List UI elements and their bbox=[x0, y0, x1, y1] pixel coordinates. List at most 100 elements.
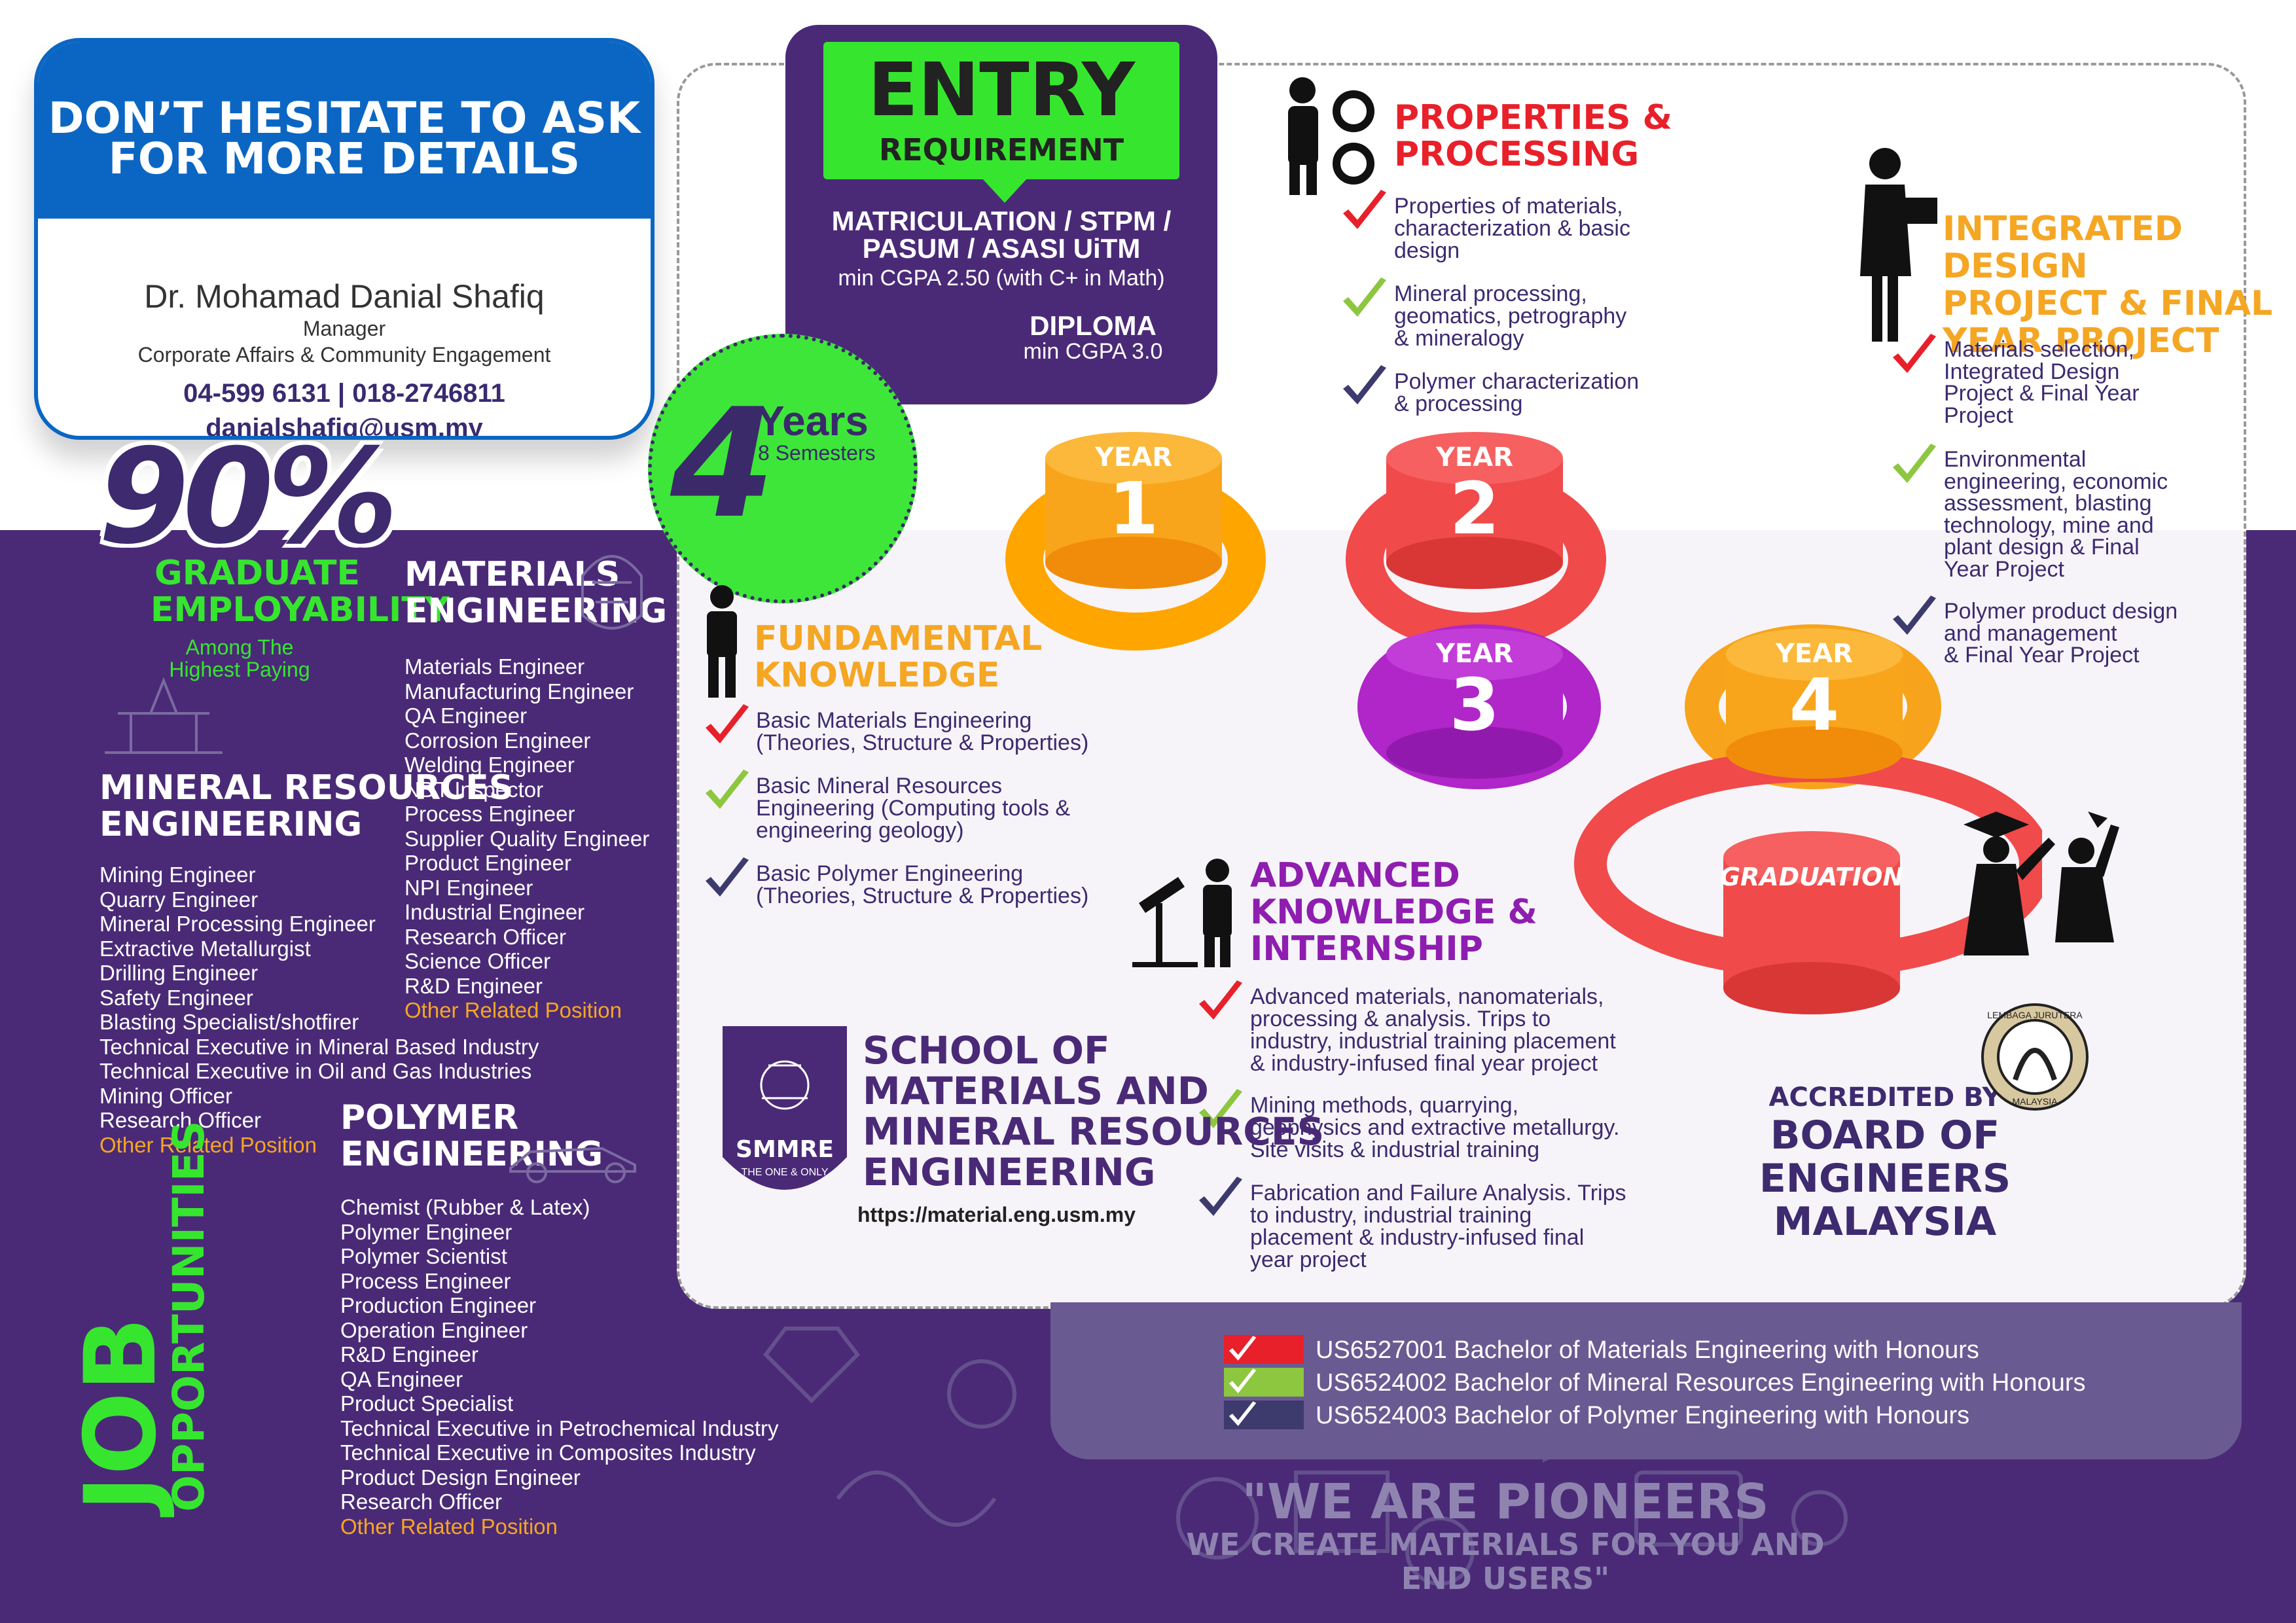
contact-heading-line1: DON’T HESITATE TO ASK bbox=[48, 93, 641, 143]
mineral-jobs-title-2: ENGINEERING bbox=[99, 805, 363, 844]
entry-qualifications-2: PASUM / ASASI UiTM bbox=[862, 233, 1141, 264]
oil-rig-icon bbox=[105, 677, 223, 754]
entry-cgpa: min CGPA 2.50 (with C+ in Math) bbox=[838, 266, 1165, 291]
year-4-word: YEAR bbox=[1775, 639, 1854, 669]
checkmark-icon bbox=[706, 770, 749, 809]
integrated-title-3: YEAR PROJECT bbox=[1943, 321, 2219, 361]
curriculum-item-line: (Theories, Structure & Properties) bbox=[756, 883, 1089, 908]
year-3-label: YEAR 3 bbox=[1386, 639, 1563, 741]
helmet-icon bbox=[581, 555, 643, 630]
checkmark-icon bbox=[1229, 1336, 1257, 1361]
job-item: Process Engineer bbox=[404, 802, 575, 826]
school-logo-tagline: THE ONE & ONLY bbox=[741, 1167, 828, 1178]
job-item: Research Officer bbox=[404, 924, 566, 949]
job-item: Technical Executive in Mineral Based Ind… bbox=[99, 1034, 539, 1059]
entry-title: ENTRY bbox=[868, 48, 1135, 133]
job-item: Technical Executive in Composites Indust… bbox=[340, 1440, 756, 1465]
job-item: R&D Engineer bbox=[340, 1342, 478, 1366]
job-item: R&D Engineer bbox=[404, 973, 543, 998]
worker-icon bbox=[707, 585, 737, 698]
seal-top-text: LEMBAGA JURUTERA bbox=[1987, 1010, 2083, 1020]
polymer-jobs-title: POLYMER ENGINEERING bbox=[340, 1099, 603, 1173]
employability-sub: Among The Highest Paying bbox=[148, 636, 331, 681]
job-item: Research Officer bbox=[99, 1108, 261, 1132]
job-item: Manufacturing Engineer bbox=[404, 679, 634, 704]
entry-qualifications-1: MATRICULATION / STPM / bbox=[831, 205, 1172, 236]
graduates-icon bbox=[1964, 812, 2119, 955]
job-item: Corrosion Engineer bbox=[404, 728, 591, 753]
mineral-jobs-title: MINERAL RESOURCES ENGINEERING bbox=[99, 770, 513, 843]
job-item: Mining Officer bbox=[99, 1083, 232, 1108]
job-item: Technical Executive in Oil and Gas Indus… bbox=[99, 1059, 532, 1083]
job-item: Chemist (Rubber & Latex) bbox=[340, 1195, 590, 1219]
job-opportunities-title-1: JOB bbox=[64, 1317, 178, 1512]
contact-department: Corporate Affairs & Community Engagement bbox=[137, 343, 551, 366]
programme-swatch bbox=[1224, 1335, 1304, 1364]
job-opportunities-title-2: OPPORTUNITIES bbox=[164, 1120, 214, 1512]
checkmark-icon bbox=[1199, 1177, 1242, 1216]
job-item: Quarry Engineer bbox=[99, 887, 259, 912]
curriculum-item-line: Basic Materials Engineering bbox=[756, 708, 1032, 733]
job-item: Industrial Engineer bbox=[404, 900, 585, 924]
curriculum-item: Basic Polymer Engineering(Theories, Stru… bbox=[756, 863, 1088, 907]
entry-diploma: DIPLOMA bbox=[1030, 310, 1157, 341]
curriculum-item-line: engineering geology) bbox=[756, 818, 964, 843]
job-item: Product Engineer bbox=[404, 851, 571, 875]
contact-email[interactable]: danialshafiq@usm.my bbox=[206, 414, 483, 440]
polymer-jobs-list: Chemist (Rubber & Latex)Polymer Engineer… bbox=[340, 1195, 778, 1539]
properties-title-2: PROCESSING bbox=[1394, 135, 1640, 174]
accreditation-line-2: BOARD OF ENGINEERS bbox=[1759, 1113, 2011, 1202]
curriculum-item-line: technology, mine and bbox=[1944, 512, 2154, 538]
job-item: Mining Engineer bbox=[99, 863, 256, 887]
job-item: Research Officer bbox=[340, 1489, 502, 1514]
employability-label-2: EMPLOYABILITY bbox=[151, 590, 450, 630]
contact-heading-line2: FOR MORE DETAILS bbox=[108, 134, 581, 184]
employability-sub-2: Highest Paying bbox=[169, 658, 310, 681]
car-icon bbox=[509, 1147, 636, 1183]
other-related-position: Other Related Position bbox=[404, 998, 622, 1022]
slogan: "WE ARE PIONEERS WE CREATE MATERIALS FOR… bbox=[1178, 1476, 1833, 1596]
contact-role: Manager bbox=[302, 317, 386, 340]
year-2-cylinder bbox=[1386, 432, 1563, 589]
curriculum-item-line: plant design & Final bbox=[1944, 535, 2140, 560]
job-item: Product Specialist bbox=[340, 1391, 514, 1416]
job-item: Polymer Scientist bbox=[340, 1244, 507, 1268]
job-item: Operation Engineer bbox=[340, 1317, 528, 1342]
duration-number: 4 bbox=[670, 377, 776, 552]
programme-swatch bbox=[1224, 1400, 1304, 1429]
curriculum-item-line: Mining methods, quarrying, bbox=[1250, 1093, 1519, 1118]
year-1-number: 1 bbox=[1108, 467, 1159, 550]
school-name: SCHOOL OF MATERIALS AND MINERAL RESOURCE… bbox=[863, 1030, 1324, 1192]
curriculum-item-line: placement & industry-infused final bbox=[1250, 1225, 1585, 1250]
curriculum-item: Mineral processing,geomatics, petrograph… bbox=[1394, 283, 1626, 349]
fundamental-title-2: KNOWLEDGE bbox=[754, 656, 1000, 695]
polymer-jobs-title-1: POLYMER bbox=[340, 1098, 519, 1137]
curriculum-item-line: engineering, economic bbox=[1944, 469, 2168, 494]
curriculum-item-line: & Final Year Project bbox=[1944, 643, 2140, 668]
checkmark-icon bbox=[1229, 1401, 1257, 1426]
job-item: Welding Engineer bbox=[404, 753, 575, 777]
curriculum-item-line: and management bbox=[1944, 620, 2117, 646]
accreditation-line-1: ACCREDITED BY bbox=[1768, 1082, 2001, 1113]
other-related-position: Other Related Position bbox=[340, 1514, 558, 1539]
programme-name: US6527001 Bachelor of Materials Engineer… bbox=[1316, 1336, 1979, 1364]
integrated-title-2: PROJECT & FINAL bbox=[1943, 284, 2273, 323]
curriculum-item-line: Materials selection, bbox=[1944, 337, 2135, 362]
entry-title-banner: ENTRY REQUIREMENT bbox=[823, 42, 1179, 179]
school-url[interactable]: https://material.eng.usm.my bbox=[857, 1203, 1136, 1226]
contact-phone[interactable]: 04-599 6131 | 018-2746811 bbox=[183, 379, 505, 408]
properties-title-1: PROPERTIES & bbox=[1394, 98, 1672, 137]
curriculum-item-line: Project bbox=[1944, 402, 2013, 428]
job-item: Extractive Metallurgist bbox=[99, 936, 311, 961]
job-item: Product Design Engineer bbox=[340, 1465, 581, 1489]
checkmark-icon bbox=[1199, 980, 1242, 1020]
engineer-clipboard-icon bbox=[1860, 148, 1937, 342]
curriculum-item-line: Polymer characterization bbox=[1394, 369, 1640, 394]
job-item: Process Engineer bbox=[340, 1268, 511, 1293]
curriculum-item-line: design bbox=[1394, 238, 1460, 263]
